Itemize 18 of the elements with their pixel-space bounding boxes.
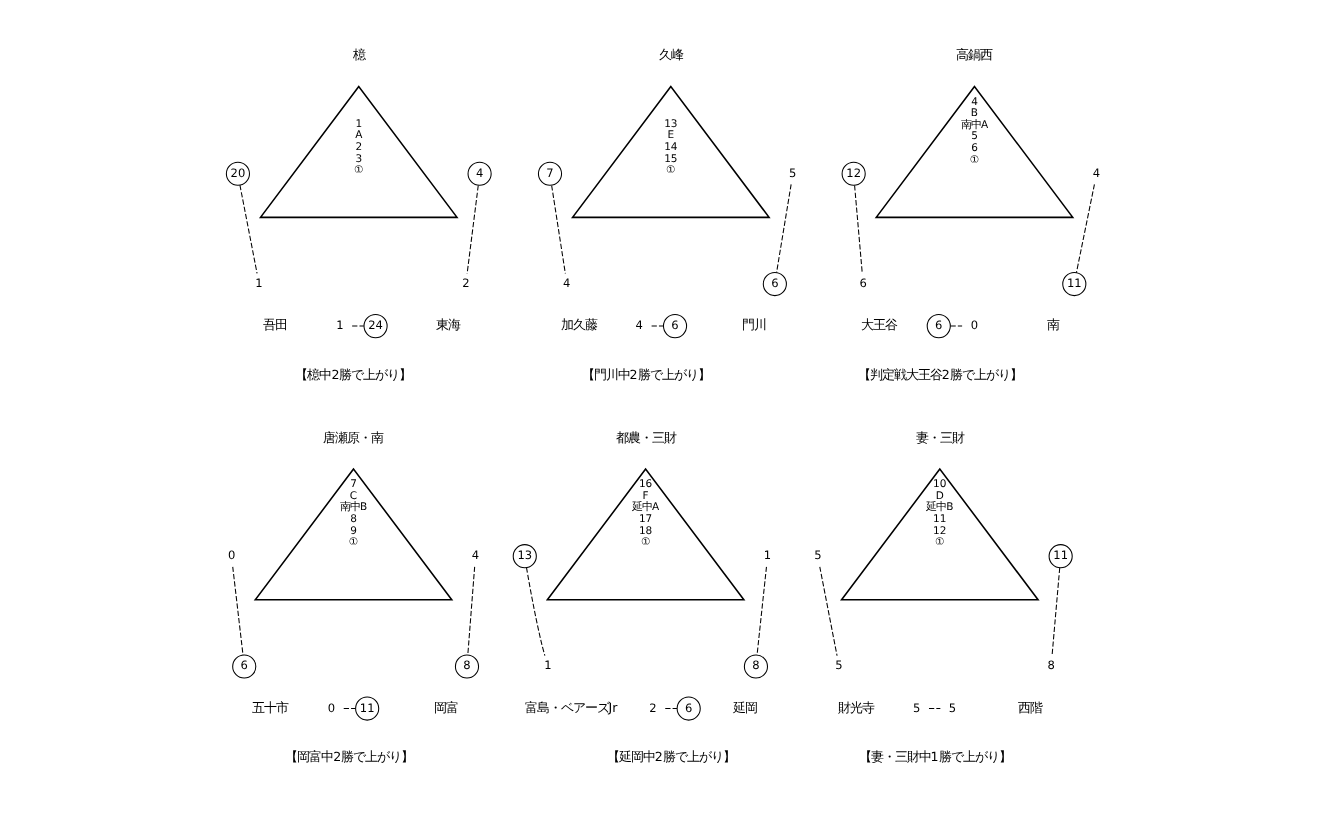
- connector: [756, 566, 767, 656]
- connector: [1051, 567, 1061, 657]
- connector: [949, 325, 963, 327]
- connector: [232, 566, 244, 656]
- connector: [466, 185, 479, 275]
- connector: [819, 566, 838, 657]
- connector: [239, 184, 258, 274]
- connector: [854, 185, 863, 275]
- connector: [551, 185, 566, 275]
- connector: [526, 567, 546, 657]
- connector: [343, 708, 356, 710]
- connector: [776, 183, 792, 273]
- connector: [1075, 183, 1095, 274]
- connector: [928, 708, 941, 710]
- connector: [467, 566, 476, 656]
- connector: [664, 708, 678, 710]
- connector: [651, 325, 664, 327]
- connector: [351, 325, 365, 327]
